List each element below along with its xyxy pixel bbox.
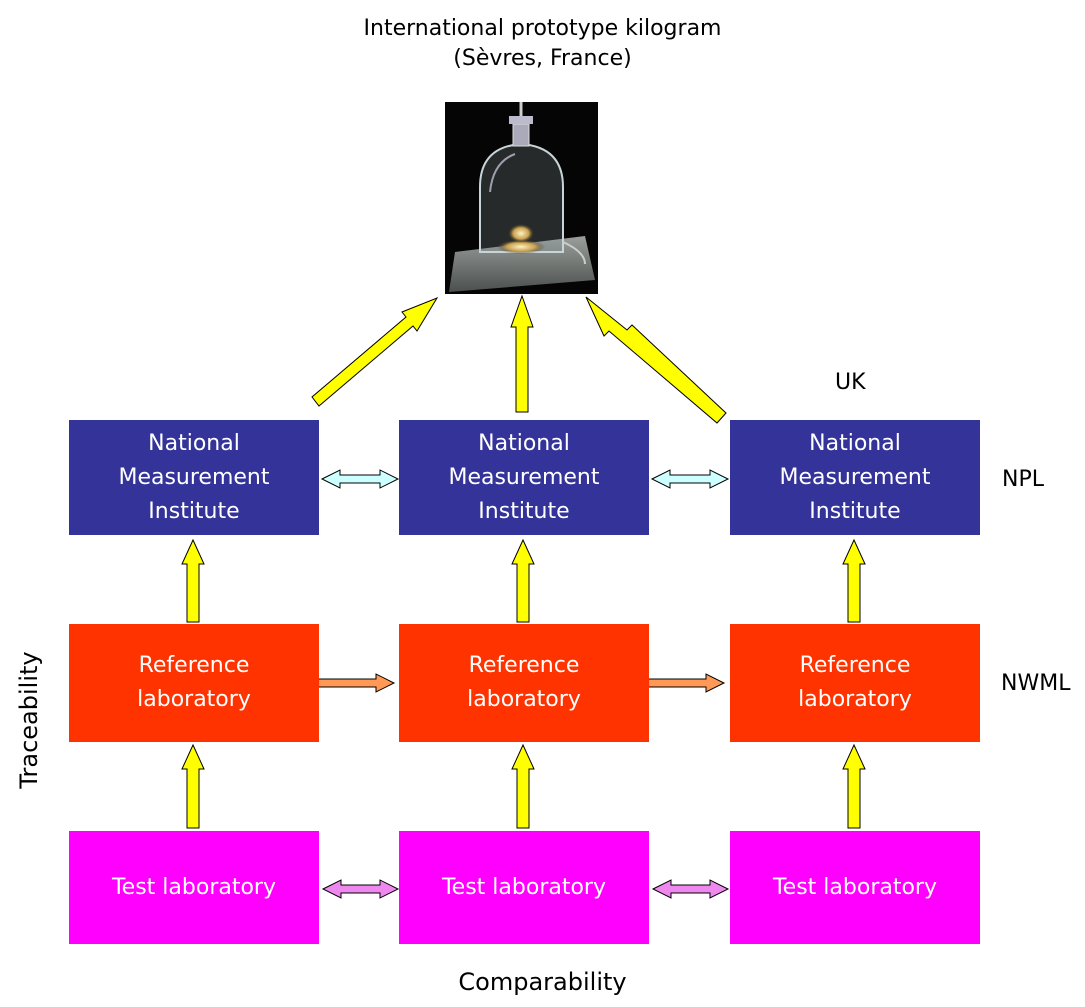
arrow-nmi-2-to-prototype xyxy=(510,294,534,413)
test-lab-box-1: Test laboratory xyxy=(69,831,319,944)
arrow-test-1-test-2 xyxy=(321,879,400,899)
arrow-test-2-test-3 xyxy=(651,879,730,899)
title-line-2: (Sèvres, France) xyxy=(453,46,632,71)
label-nwml: NWML xyxy=(1001,671,1071,696)
arrow-nmi-1-to-prototype xyxy=(311,296,439,407)
arrow-ref-3-to-nmi-3 xyxy=(842,538,866,623)
label-npl: NPL xyxy=(1002,467,1044,492)
arrow-test-2-to-ref-2 xyxy=(511,743,535,829)
arrow-test-3-to-ref-3 xyxy=(842,743,866,829)
comparability-axis-label: Comparability xyxy=(458,968,627,996)
reference-lab-box-1: Reference laboratory xyxy=(69,624,319,742)
arrow-ref-2-to-nmi-2 xyxy=(511,538,535,623)
label-uk: UK xyxy=(835,370,866,395)
reference-lab-box-2: Reference laboratory xyxy=(399,624,649,742)
arrow-test-1-to-ref-1 xyxy=(181,743,205,829)
test-lab-box-3: Test laboratory xyxy=(730,831,980,944)
nmi-box-2: National Measurement Institute xyxy=(399,420,649,535)
diagram-title: International prototype kilogram (Sèvres… xyxy=(0,14,1085,74)
kilogram-prototype-photo xyxy=(445,102,598,294)
nmi-box-1: National Measurement Institute xyxy=(69,420,319,535)
arrow-nmi-2-nmi-3 xyxy=(650,469,730,489)
test-lab-box-2: Test laboratory xyxy=(399,831,649,944)
arrow-ref-1-to-nmi-1 xyxy=(181,538,205,623)
reference-lab-box-3: Reference laboratory xyxy=(730,624,980,742)
arrow-nmi-1-nmi-2 xyxy=(320,469,400,489)
title-line-1: International prototype kilogram xyxy=(363,16,722,41)
nmi-box-3: National Measurement Institute xyxy=(730,420,980,535)
arrow-nmi-3-to-prototype xyxy=(585,296,727,424)
traceability-axis-label: Traceability xyxy=(15,651,43,789)
